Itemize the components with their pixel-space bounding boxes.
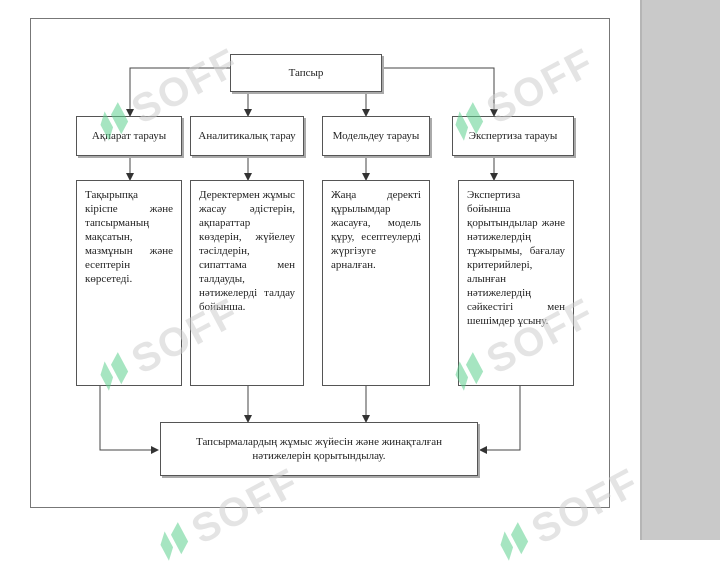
column-desc-2: Деректермен жұмыс жасау әдістерін, ақпар… <box>190 180 304 386</box>
column-desc-2-text: Деректермен жұмыс жасау әдістерін, ақпар… <box>199 189 295 313</box>
scrollbar-area[interactable] <box>640 0 720 540</box>
watermark: SOFF <box>89 290 247 402</box>
watermark-logo-icon <box>455 101 483 141</box>
watermark: SOFF <box>444 40 602 152</box>
diagram-bottom-node: Тапсырмалардың жұмыс жүйесін және жинақт… <box>160 422 478 476</box>
watermark-logo-icon <box>100 101 128 141</box>
column-desc-4-text: Экспертиза бойынша қорытындылар және нәт… <box>467 189 565 327</box>
column-header-2-label: Аналитикалық тарау <box>198 130 296 142</box>
column-header-3-label: Модельдеу тарауы <box>332 130 420 142</box>
watermark-logo-icon <box>100 351 128 391</box>
column-desc-4: Экспертиза бойынша қорытындылар және нәт… <box>458 180 574 386</box>
watermark: SOFF <box>444 290 602 402</box>
column-desc-1-text: Тақырыпқа кіріспе және тапсырманың мақса… <box>85 189 173 285</box>
connector-col4-bottom <box>479 386 521 454</box>
sidebar-divider <box>640 0 642 540</box>
column-desc-3-text: Жаңа деректі құрылымдар жасауға, модель … <box>331 189 421 271</box>
column-header-3: Модельдеу тарауы <box>322 116 430 156</box>
watermark: SOFF <box>89 40 247 152</box>
column-desc-1: Тақырыпқа кіріспе және тапсырманың мақса… <box>76 180 182 386</box>
connector-top-right <box>380 67 498 117</box>
bottom-node-label: Тапсырмалардың жұмыс жүйесін және жинақт… <box>196 436 442 462</box>
column-header-2: Аналитикалық тарау <box>190 116 304 156</box>
column-header-4-label: Экспертиза тарауы <box>468 130 558 142</box>
connector-top-left <box>126 67 230 117</box>
top-node-label: Тапсыр <box>288 67 324 79</box>
connector-col1-bottom <box>99 386 159 454</box>
diagram-top-node: Тапсыр <box>230 54 382 92</box>
column-desc-3: Жаңа деректі құрылымдар жасауға, модель … <box>322 180 430 386</box>
diagram-frame <box>30 18 610 508</box>
connector-lines <box>99 67 521 454</box>
watermark-logo-icon <box>455 351 483 391</box>
